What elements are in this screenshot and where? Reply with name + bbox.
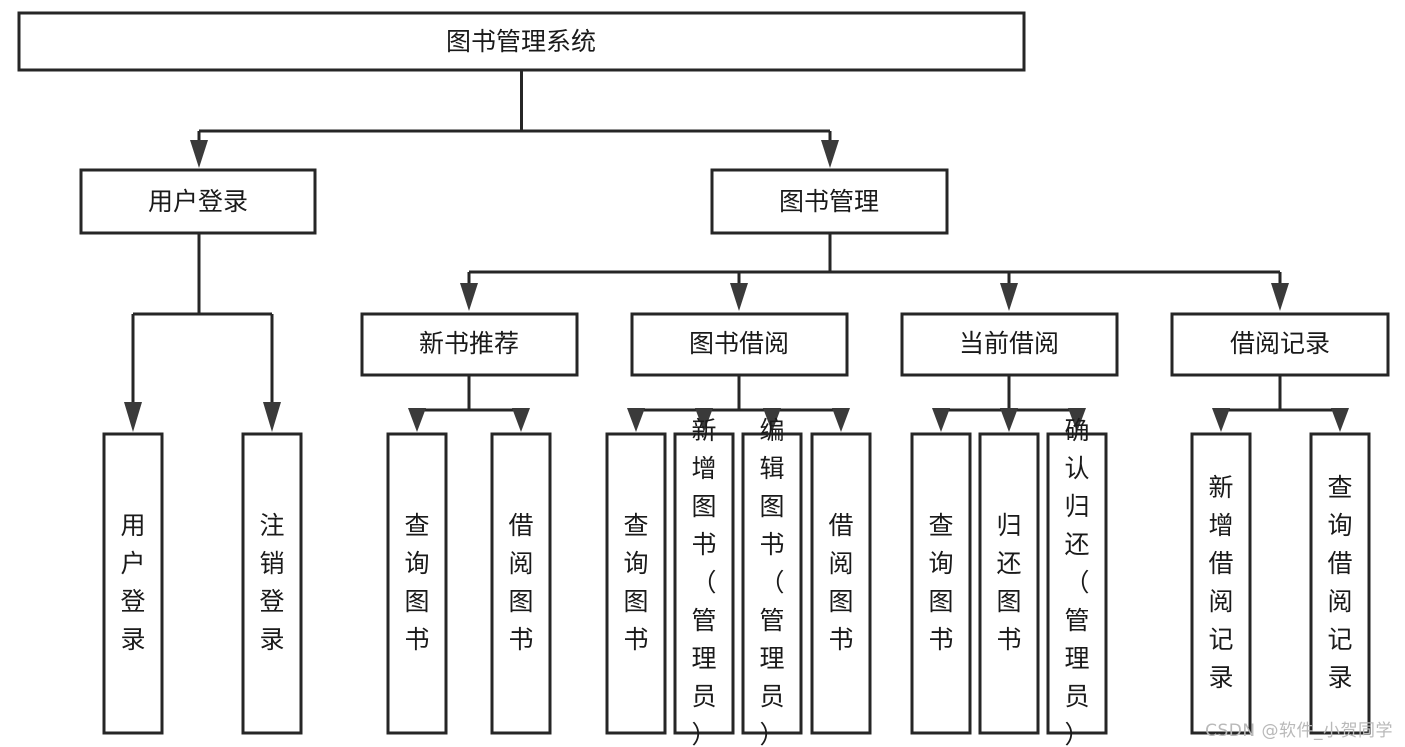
node-leaf-add-record-label: 新增借阅记录 <box>1208 473 1233 692</box>
node-borrow-record[interactable]: 借阅记录 <box>1170 312 1390 377</box>
node-leaf-query-book-1-box[interactable] <box>386 432 448 735</box>
arrow-head-leaf-user-login <box>124 402 142 432</box>
arrow-head-leaf-return-book <box>1000 408 1018 432</box>
node-leaf-query-book-1[interactable]: 查询图书 <box>386 432 448 735</box>
node-book-manage-label: 图书管理 <box>779 187 879 216</box>
node-leaf-query-book-3-box[interactable] <box>910 432 972 735</box>
node-borrow-record-label: 借阅记录 <box>1230 329 1330 358</box>
node-leaf-query-book-1-label: 查询图书 <box>404 511 429 654</box>
node-leaf-user-login-box[interactable] <box>102 432 164 735</box>
arrow-head-leaf-query-book-3 <box>932 408 950 432</box>
edge-group <box>124 70 1349 432</box>
node-leaf-add-book[interactable]: 新增图书（管理员） <box>673 416 735 747</box>
node-leaf-confirm-return-box[interactable] <box>1046 432 1108 735</box>
node-leaf-edit-book-label: 编辑图书（管理员） <box>759 416 784 747</box>
node-book-manage-box[interactable] <box>710 168 949 235</box>
node-current-borrow-box[interactable] <box>900 312 1119 377</box>
arrow-head-leaf-borrow-book-1 <box>512 408 530 432</box>
node-root-box[interactable] <box>17 11 1026 72</box>
node-book-borrow[interactable]: 图书借阅 <box>630 312 849 377</box>
arrow-head-leaf-add-record <box>1212 408 1230 432</box>
node-book-borrow-box[interactable] <box>630 312 849 377</box>
node-new-book-rec[interactable]: 新书推荐 <box>360 312 579 377</box>
node-leaf-query-record[interactable]: 查询借阅记录 <box>1309 432 1371 735</box>
node-leaf-borrow-book-1-box[interactable] <box>490 432 552 735</box>
node-leaf-query-book-2[interactable]: 查询图书 <box>605 432 667 735</box>
node-user-login-box[interactable] <box>79 168 317 235</box>
arrow-head-user-login <box>190 140 208 168</box>
node-leaf-query-record-label: 查询借阅记录 <box>1327 473 1352 692</box>
arrow-head-book-manage <box>821 140 839 168</box>
node-new-book-rec-box[interactable] <box>360 312 579 377</box>
node-root-label: 图书管理系统 <box>446 27 596 56</box>
node-root[interactable]: 图书管理系统 <box>17 11 1026 72</box>
node-leaf-user-login[interactable]: 用户登录 <box>102 432 164 735</box>
arrow-head-book-borrow <box>730 283 748 311</box>
node-leaf-edit-book[interactable]: 编辑图书（管理员） <box>741 416 803 747</box>
node-current-borrow[interactable]: 当前借阅 <box>900 312 1119 377</box>
node-leaf-user-login-label: 用户登录 <box>120 511 145 654</box>
arrow-head-leaf-query-book-2 <box>627 408 645 432</box>
node-book-manage[interactable]: 图书管理 <box>710 168 949 235</box>
node-leaf-borrow-book-2[interactable]: 借阅图书 <box>810 432 872 735</box>
node-leaf-logout[interactable]: 注销登录 <box>241 432 303 735</box>
node-leaf-add-record[interactable]: 新增借阅记录 <box>1190 432 1252 735</box>
node-leaf-query-book-2-box[interactable] <box>605 432 667 735</box>
node-leaf-return-book-box[interactable] <box>978 432 1040 735</box>
arrow-head-leaf-logout <box>263 402 281 432</box>
node-leaf-borrow-book-2-label: 借阅图书 <box>828 511 853 654</box>
arrow-head-borrow-record <box>1271 283 1289 311</box>
arrow-head-leaf-query-record <box>1331 408 1349 432</box>
node-leaf-query-record-box[interactable] <box>1309 432 1371 735</box>
node-leaf-add-record-box[interactable] <box>1190 432 1252 735</box>
node-leaf-add-book-box[interactable] <box>673 432 735 735</box>
node-leaf-query-book-2-label: 查询图书 <box>623 511 648 654</box>
node-leaf-logout-label: 注销登录 <box>259 511 284 654</box>
node-new-book-rec-label: 新书推荐 <box>419 329 519 358</box>
arrow-head-leaf-borrow-book-2 <box>832 408 850 432</box>
node-borrow-record-box[interactable] <box>1170 312 1390 377</box>
node-leaf-confirm-return[interactable]: 确认归还（管理员） <box>1046 416 1108 747</box>
node-current-borrow-label: 当前借阅 <box>959 329 1059 358</box>
node-leaf-logout-box[interactable] <box>241 432 303 735</box>
node-leaf-return-book[interactable]: 归还图书 <box>978 432 1040 735</box>
node-leaf-return-book-label: 归还图书 <box>996 511 1021 654</box>
arrow-head-current-borrow <box>1000 283 1018 311</box>
node-leaf-add-book-label: 新增图书（管理员） <box>691 416 716 747</box>
node-user-login[interactable]: 用户登录 <box>79 168 317 235</box>
node-book-borrow-label: 图书借阅 <box>689 329 789 358</box>
arrow-head-new-book-rec <box>460 283 478 311</box>
node-leaf-borrow-book-2-box[interactable] <box>810 432 872 735</box>
arrow-head-leaf-edit-book <box>763 408 781 432</box>
node-leaf-confirm-return-label: 确认归还（管理员） <box>1064 416 1089 747</box>
arrow-head-leaf-query-book-1 <box>408 408 426 432</box>
arrow-head-leaf-add-book <box>695 408 713 432</box>
arrow-head-leaf-confirm-return <box>1068 408 1086 432</box>
node-user-login-label: 用户登录 <box>148 187 248 216</box>
node-leaf-query-book-3[interactable]: 查询图书 <box>910 432 972 735</box>
node-leaf-edit-book-box[interactable] <box>741 432 803 735</box>
node-leaf-query-book-3-label: 查询图书 <box>928 511 953 654</box>
node-leaf-borrow-book-1-label: 借阅图书 <box>508 511 533 654</box>
node-leaf-borrow-book-1[interactable]: 借阅图书 <box>490 432 552 735</box>
